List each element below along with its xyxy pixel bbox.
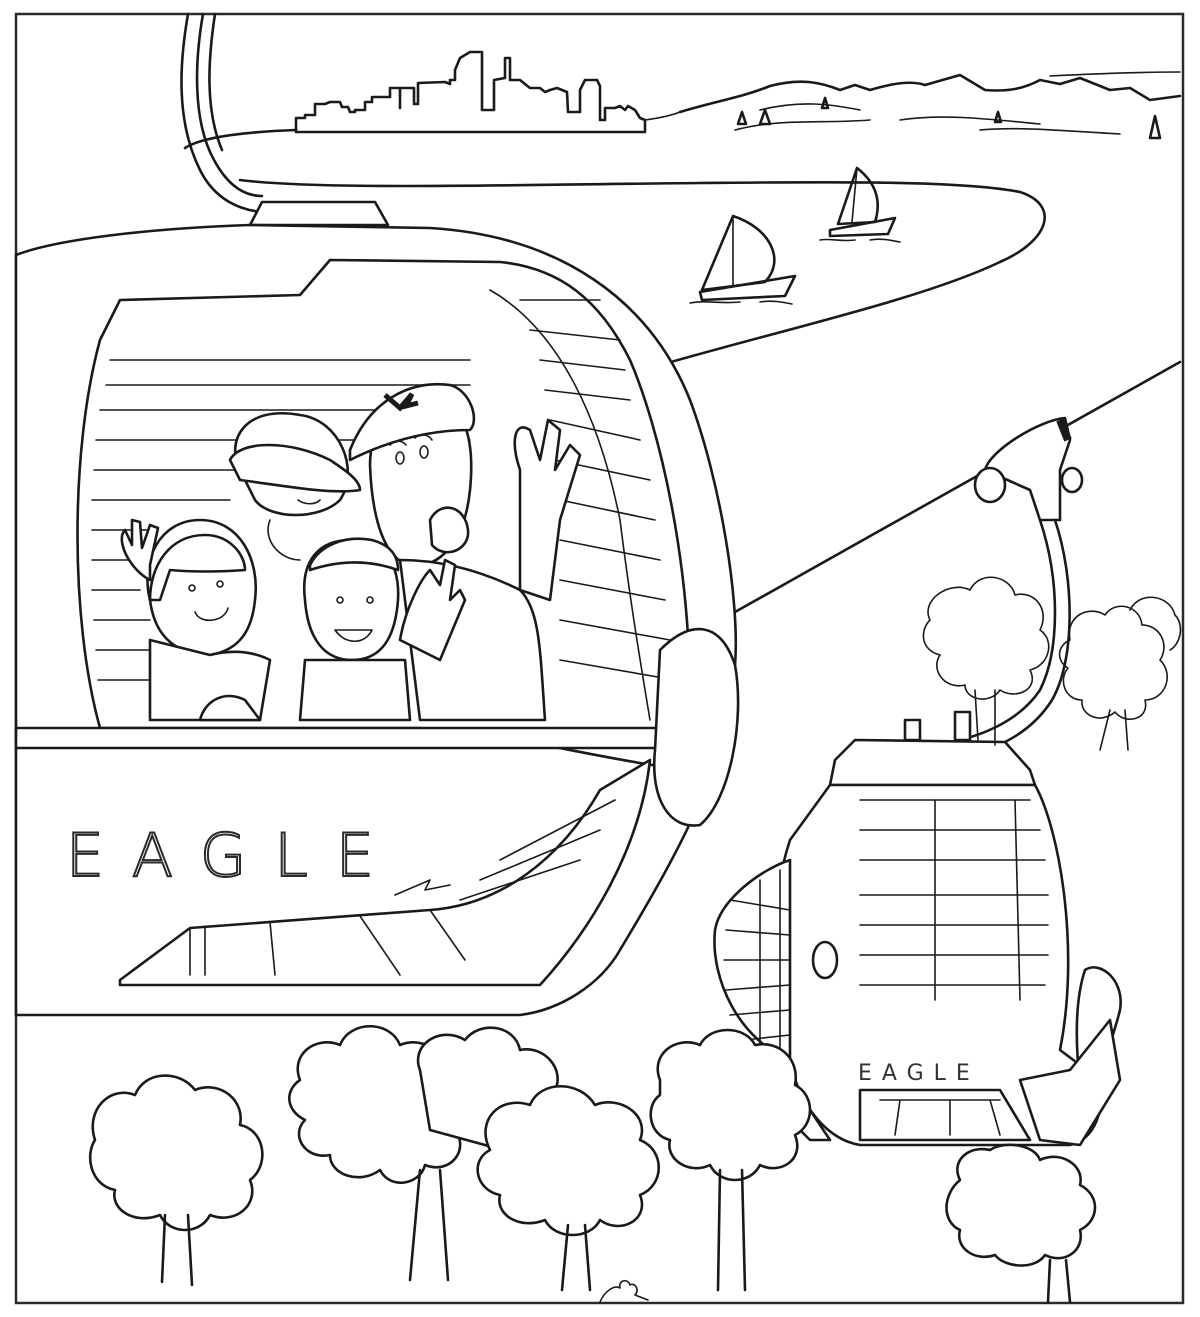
- sailboat-near: [689, 214, 797, 305]
- cable-line: [733, 360, 1182, 614]
- secondary-gondola: [713, 710, 1122, 1147]
- family-passengers: [120, 382, 582, 722]
- gondola-main-brand-label: EAGLE: [66, 821, 402, 891]
- sailboat-far: [819, 166, 901, 243]
- trees-right-background: [922, 576, 1182, 751]
- gondola-secondary-brand-label: EAGLE: [858, 1061, 980, 1086]
- mountain-range: [678, 71, 1182, 140]
- secondary-gondola-hanger: [928, 416, 1084, 762]
- main-gondola-hanger: [180, 12, 390, 227]
- city-skyline: [294, 50, 681, 134]
- trees-foreground: [88, 1024, 1097, 1304]
